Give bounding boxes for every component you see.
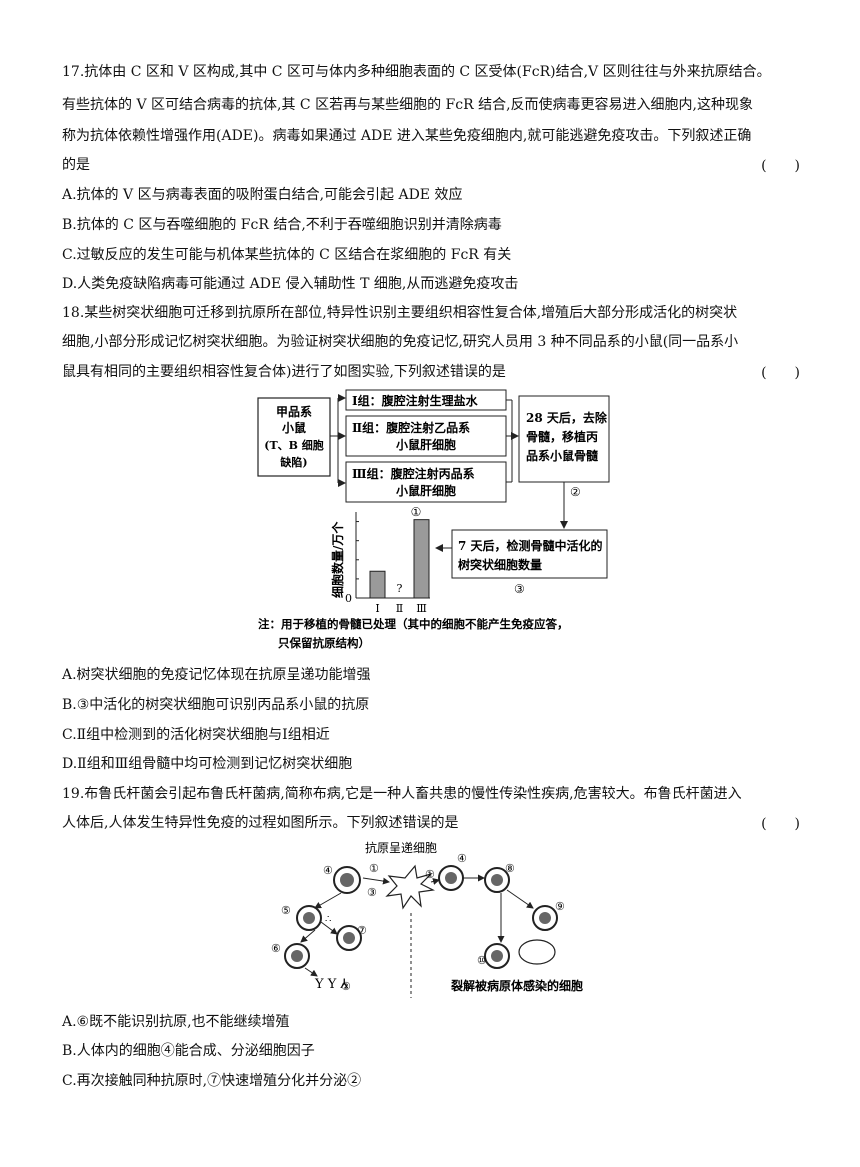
x-tick-label: Ⅰ <box>375 602 379 615</box>
q19-option-a: A.⑥既不能识别抗原,也不能继续增殖 <box>62 1014 290 1030</box>
box-7-line-1: 7 天后，检测骨髓中活化的 <box>458 538 603 553</box>
figure-note-line-2: 只保留抗原结构） <box>278 636 370 650</box>
cell-4-left <box>333 866 361 894</box>
q17-line-4: 的是 <box>62 157 90 173</box>
cell-4-right <box>438 865 464 891</box>
apc-cell <box>385 864 435 910</box>
group2-label-2: 小鼠肝细胞 <box>396 437 456 452</box>
bar-3 <box>413 519 430 599</box>
cell-6 <box>284 943 310 969</box>
marker-8: ⑧ <box>505 862 515 875</box>
q18-line-3: 鼠具有相同的主要组织相容性复合体)进行了如图实验,下列叙述错误的是 <box>62 364 506 380</box>
group2-label-1: Ⅱ组：腹腔注射乙品系 <box>352 420 470 435</box>
q17-option-a: A.抗体的 V 区与病毒表面的吸附蛋白结合,可能会引起 ADE 效应 <box>62 187 463 203</box>
chart-ylabel: 细胞数量/万个 <box>330 521 345 598</box>
cell-8 <box>484 867 510 893</box>
x-tick-label: Ⅱ <box>396 602 403 615</box>
cell-7 <box>336 925 362 951</box>
infected-cell <box>518 939 556 965</box>
marker-5: ⑤ <box>281 904 291 917</box>
step1-marker: ① <box>411 505 422 519</box>
q17-option-b: B.抗体的 C 区与吞噬细胞的 FcR 结合,不利于吞噬细胞识别并清除病毒 <box>62 217 502 233</box>
q17-answer-paren: ( ) <box>761 158 800 174</box>
q18-option-c: C.Ⅱ组中检测到的活化树突状细胞与Ⅰ组相近 <box>62 727 330 743</box>
q17-option-d: D.人类免疫缺陷病毒可能通过 ADE 侵入辅助性 T 细胞,从而逃避免疫攻击 <box>62 276 519 292</box>
antibody-dots: ∴ <box>325 914 331 925</box>
q19-line-1: 19.布鲁氏杆菌会引起布鲁氏杆菌病,简称布病,它是一种人畜共患的慢性传染性疾病,… <box>62 786 742 802</box>
q19-option-c: C.再次接触同种抗原时,⑦快速增殖分化并分泌② <box>62 1073 362 1089</box>
figure-note-line-1: 注：用于移植的骨髓已处理（其中的细胞不能产生免疫应答， <box>258 617 569 631</box>
box-28-line-1: 28 天后，去除 <box>526 410 608 425</box>
marker-6: ⑥ <box>271 942 281 955</box>
q17-option-c: C.过敏反应的发生可能与机体某些抗体的 C 区结合在浆细胞的 FcR 有关 <box>62 247 512 263</box>
box-28-line-2: 骨髓，移植丙 <box>526 429 598 444</box>
q18-answer-paren: ( ) <box>761 365 800 381</box>
q18-experiment-figure: 甲品系 小鼠 (T、B 细胞 缺陷) Ⅰ组：腹腔注射生理盐水 Ⅱ组：腹腔注射乙品… <box>257 389 610 650</box>
bar-1 <box>369 570 386 599</box>
mouse-box-line-4: 缺陷) <box>279 455 307 469</box>
q18-line-1: 18.某些树突状细胞可迁移到抗原所在部位,特异性识别主要组织相容性复合体,增殖后… <box>62 305 738 321</box>
cell-9 <box>532 905 558 931</box>
group1-label: Ⅰ组：腹腔注射生理盐水 <box>352 393 479 408</box>
marker-10: ⑩ <box>477 954 487 967</box>
marker-2: ② <box>341 980 351 993</box>
marker-9: ⑨ <box>555 900 565 913</box>
q19-answer-paren: ( ) <box>761 816 800 832</box>
y-tick-label: 0 <box>345 592 352 605</box>
marker-1-right: ① <box>425 868 435 881</box>
q18-option-a: A.树突状细胞的免疫记忆体现在抗原呈递功能增强 <box>62 667 371 683</box>
marker-4-right: ④ <box>457 852 467 865</box>
q18-option-d: D.Ⅱ组和Ⅲ组骨髓中均可检测到记忆树突状细胞 <box>62 756 353 772</box>
box-28-line-3: 品系小鼠骨髓 <box>526 448 599 463</box>
marker-7: ⑦ <box>357 924 367 937</box>
q17-line-1: 17.抗体由 C 区和 V 区构成,其中 C 区可与体内多种细胞表面的 C 区受… <box>62 64 771 80</box>
mouse-box <box>257 397 331 477</box>
cell-10 <box>484 943 510 969</box>
cell-5 <box>296 905 322 931</box>
q19-line-2: 人体后,人体发生特异性免疫的过程如图所示。下列叙述错误的是 <box>62 815 459 831</box>
group3-label-1: Ⅲ组：腹腔注射丙品系 <box>352 466 475 481</box>
marker-4-left: ④ <box>323 864 333 877</box>
lysis-label: 裂解被病原体感染的细胞 <box>450 978 583 993</box>
q17-line-3: 称为抗体依赖性增强作用(ADE)。病毒如果通过 ADE 进入某些免疫细胞内,就可… <box>62 128 752 144</box>
mouse-box-line-1: 甲品系 <box>276 404 312 419</box>
antibody-y-shapes: Y Y ⅄ <box>314 977 348 992</box>
mouse-box-line-2: 小鼠 <box>282 420 306 435</box>
x-tick-label: Ⅲ <box>416 602 427 615</box>
bar-unknown-label: ? <box>397 582 403 595</box>
box-7-days <box>451 529 608 579</box>
box-7-line-2: 树突状细胞数量 <box>458 557 542 572</box>
q19-option-b: B.人体内的细胞④能合成、分泌细胞因子 <box>62 1043 315 1059</box>
group3-label-2: 小鼠肝细胞 <box>396 483 456 498</box>
q19-immune-figure: 抗原呈递细胞 ∴ Y Y ⅄ ① ① ② ③ ④ ④ ⑤ ⑥ ⑦ ⑧ ⑨ ⑩ 裂… <box>271 840 583 998</box>
marker-3: ③ <box>367 886 377 899</box>
q17-line-2: 有些抗体的 V 区可结合病毒的抗体,其 C 区若再与某些细胞的 FcR 结合,反… <box>62 97 753 113</box>
q18-option-b: B.③中活化的树突状细胞可识别丙品系小鼠的抗原 <box>62 697 370 713</box>
marker-1-left: ① <box>369 862 379 875</box>
apc-label: 抗原呈递细胞 <box>365 840 437 855</box>
step2-marker: ② <box>570 485 581 499</box>
step3-marker: ③ <box>514 582 525 596</box>
mouse-box-line-3: (T、B 细胞 <box>264 438 324 452</box>
q18-line-2: 细胞,小部分形成记忆树突状细胞。为验证树突状细胞的免疫记忆,研究人员用 3 种不… <box>62 334 739 350</box>
